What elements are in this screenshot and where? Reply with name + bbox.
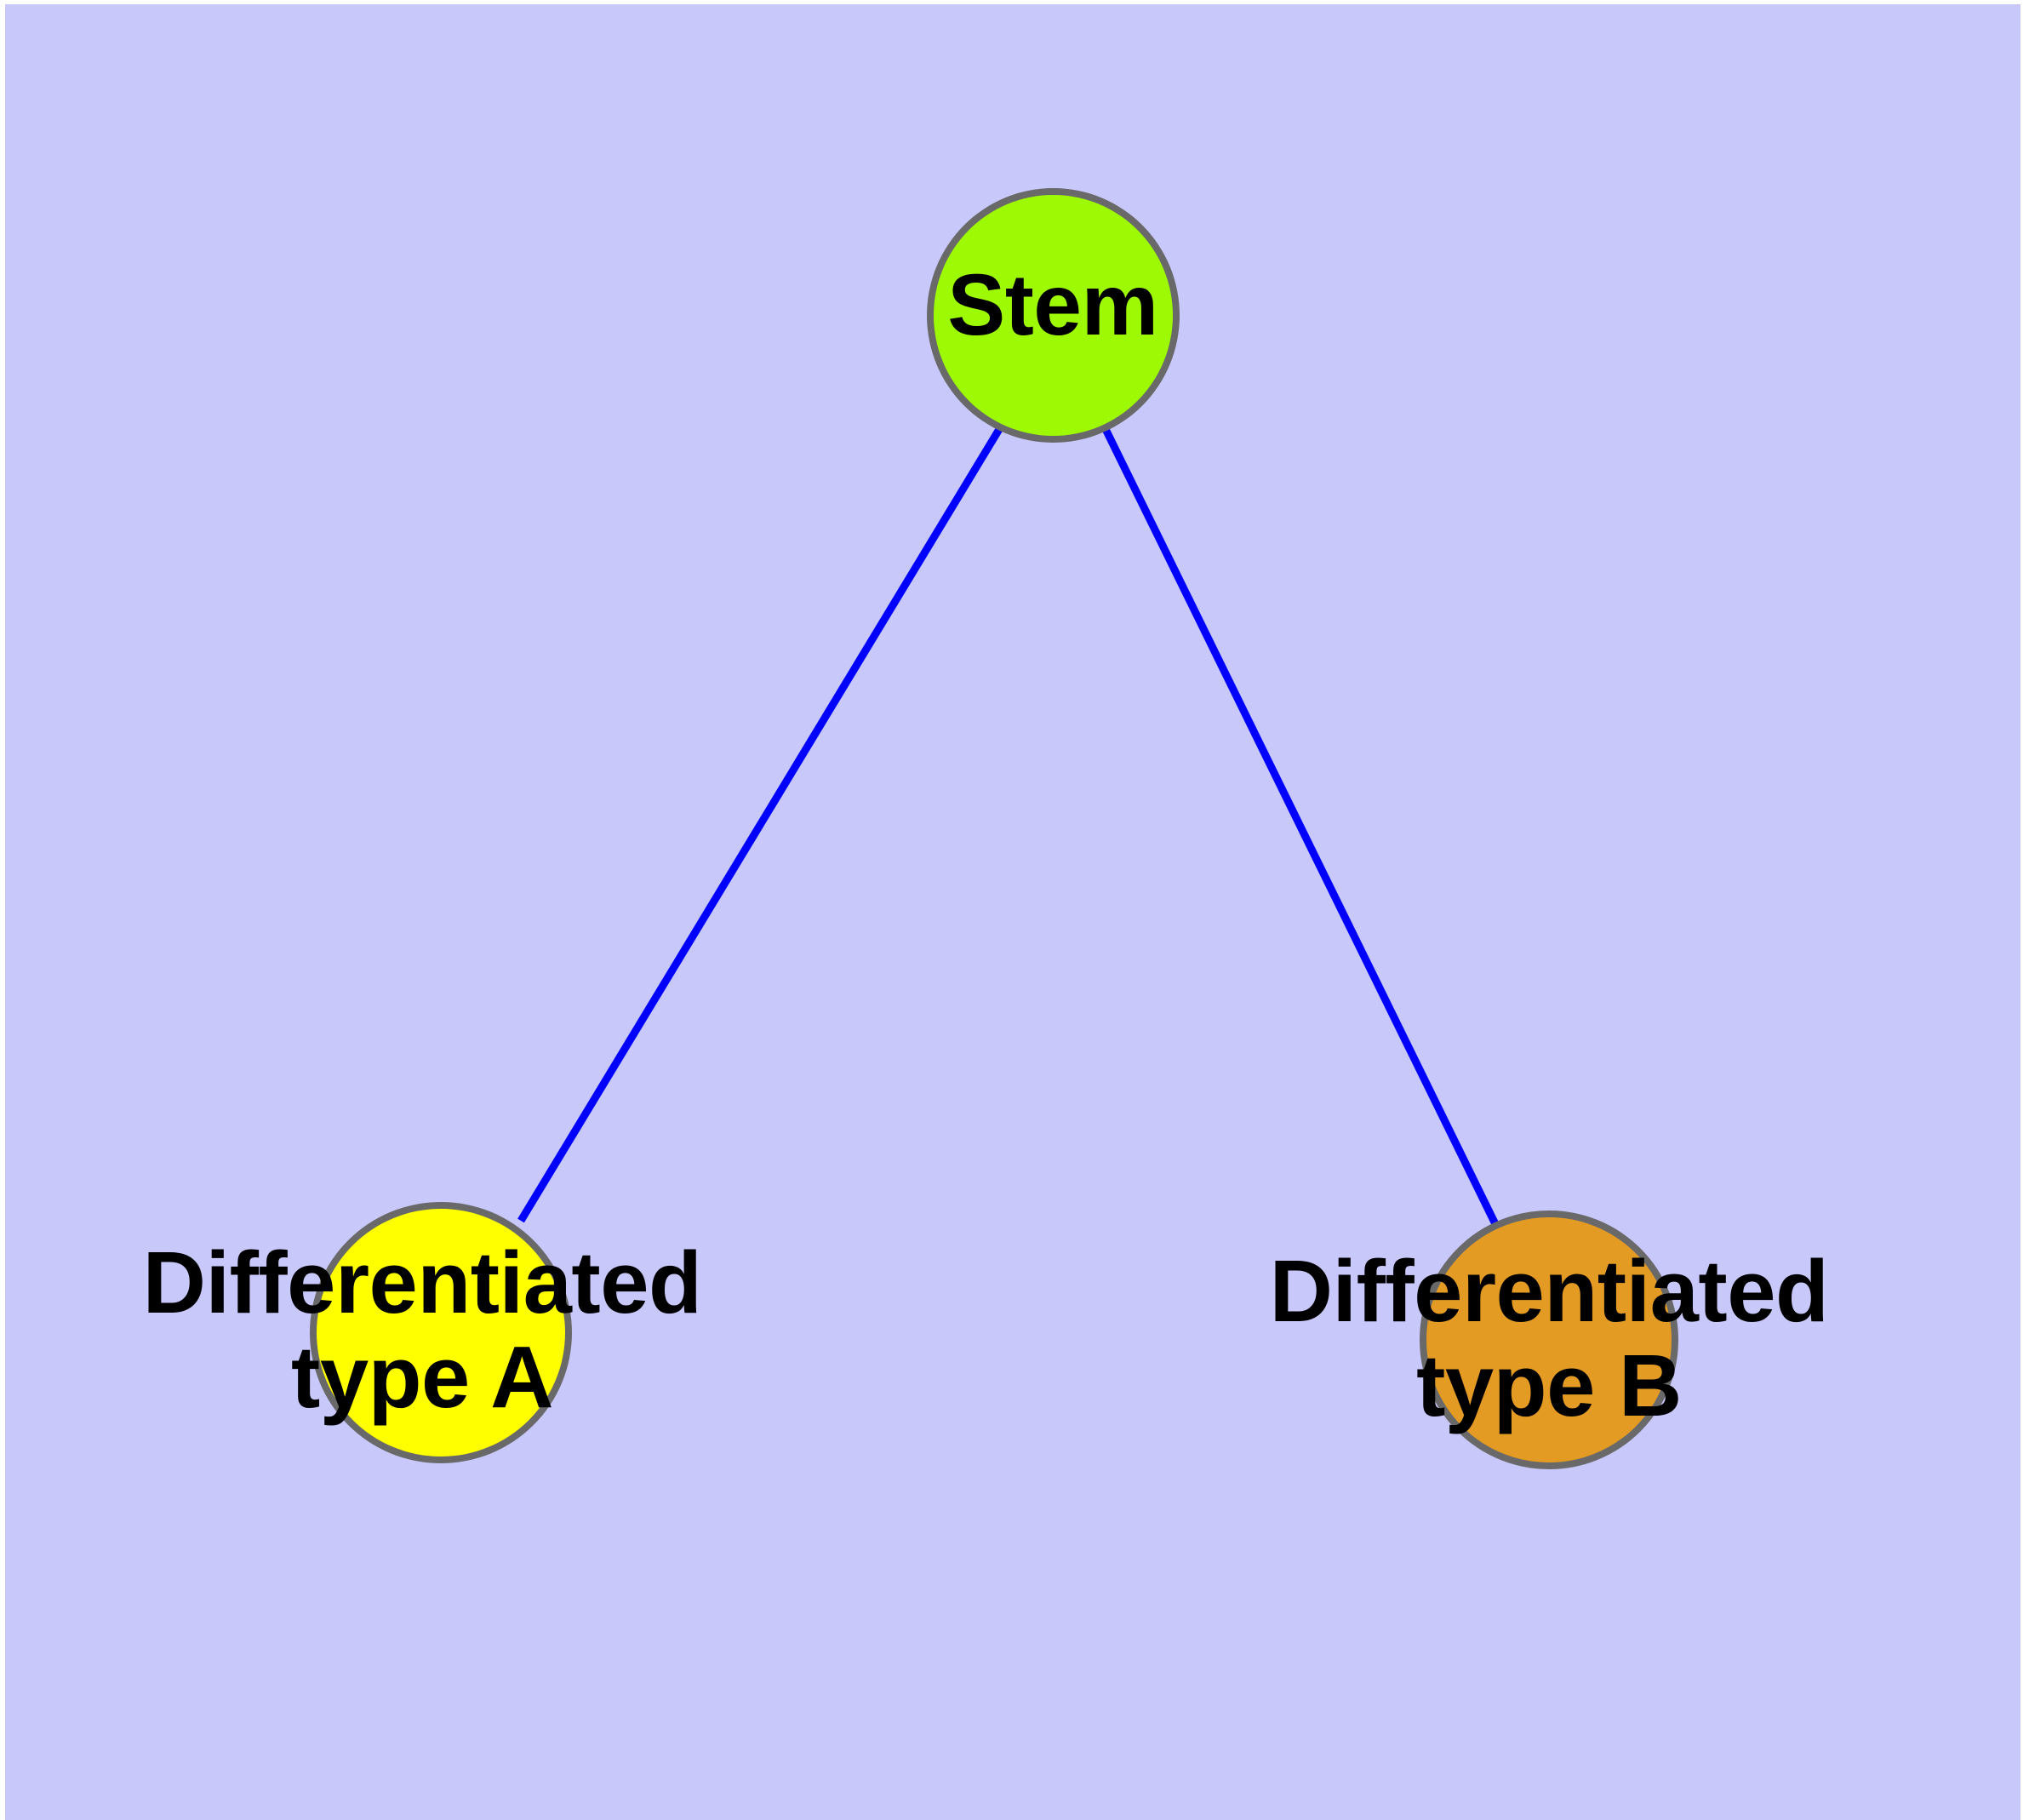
- edge-stem-to-differentiated-type-a: [517, 424, 1004, 1223]
- node-stem-circle[interactable]: [927, 188, 1180, 443]
- node-differentiated-type-b-circle[interactable]: [1420, 1210, 1678, 1469]
- node-differentiated-type-a-circle[interactable]: [310, 1202, 572, 1463]
- edge-stem-to-differentiated-type-b: [1100, 424, 1500, 1228]
